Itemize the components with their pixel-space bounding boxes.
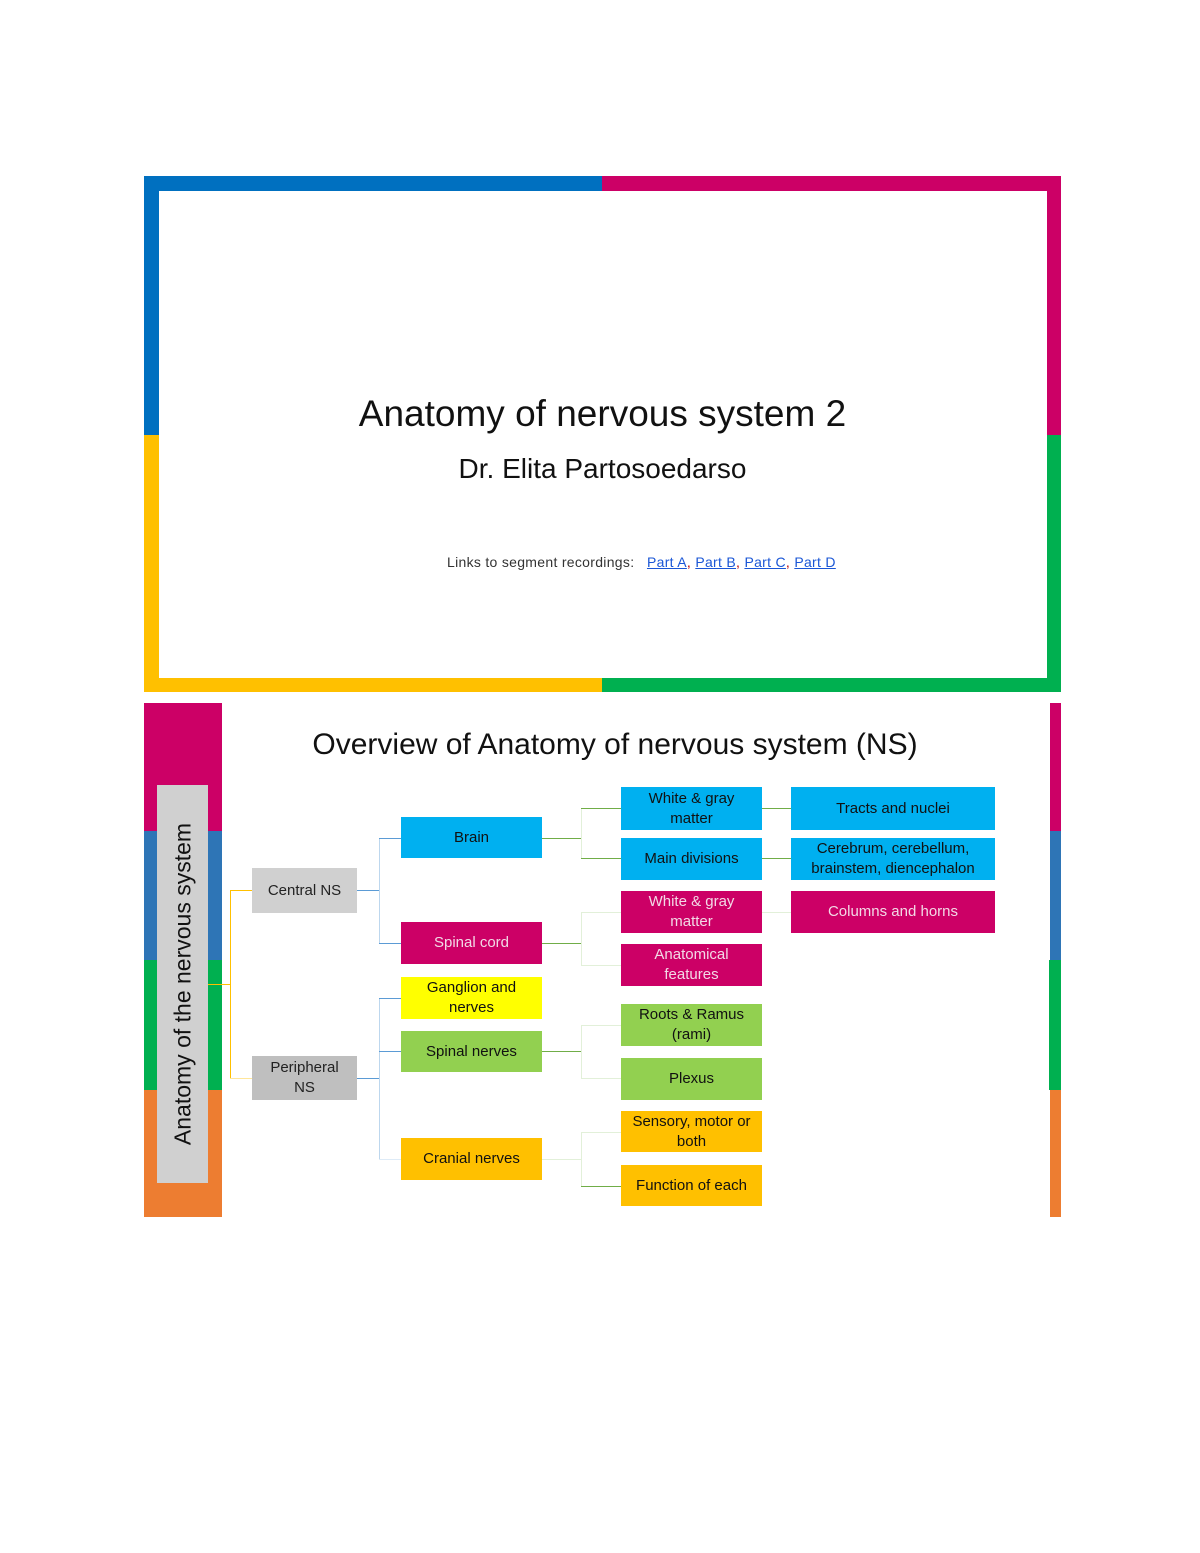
connector	[581, 1078, 621, 1079]
connector	[762, 912, 791, 913]
connector	[379, 998, 380, 1159]
link-part-b[interactable]: Part B	[695, 554, 737, 570]
connector	[762, 858, 791, 859]
connector	[581, 965, 621, 966]
connector	[581, 1132, 621, 1133]
sensory-motor-node: Sensory, motor or both	[621, 1111, 762, 1152]
frame-top-blue	[144, 176, 602, 191]
connector	[230, 1078, 252, 1079]
tracts-nuclei-node: Tracts and nuclei	[791, 787, 995, 830]
root-node: Anatomy of the nervous system	[157, 785, 208, 1183]
spinal-cord-node: Spinal cord	[401, 922, 542, 964]
connector	[379, 838, 380, 943]
connector	[581, 1025, 621, 1026]
connector	[379, 1051, 401, 1052]
brain-node: Brain	[401, 817, 542, 858]
link-part-a[interactable]: Part A	[646, 554, 687, 570]
connector	[581, 912, 582, 965]
cranial-nerves-node: Cranial nerves	[401, 1138, 542, 1180]
connector	[357, 1078, 380, 1079]
overview-title: Overview of Anatomy of nervous system (N…	[312, 728, 918, 761]
connector	[581, 1186, 621, 1187]
connector	[379, 1159, 401, 1160]
connector	[542, 1159, 582, 1160]
roots-ramus-node: Roots & Ramus (rami)	[621, 1004, 762, 1046]
ganglion-node: Ganglion and nerves	[401, 977, 542, 1019]
connector	[581, 808, 621, 809]
anatomical-features-node: Anatomical features	[621, 944, 762, 986]
peripheral-ns-node: Peripheral NS	[252, 1056, 357, 1100]
link-part-c[interactable]: Part C	[744, 554, 786, 570]
frame-left-yellow	[144, 435, 159, 692]
author-name: Dr. Elita Partosoedarso	[458, 453, 747, 484]
connector	[581, 808, 582, 859]
connector	[542, 1051, 582, 1052]
links-label: Links to segment recordings:	[447, 554, 635, 570]
columns-horns-node: Columns and horns	[791, 891, 995, 933]
frame-right-green	[1047, 435, 1061, 692]
connector	[581, 912, 621, 913]
connector	[230, 890, 252, 891]
frame-right-magenta	[1047, 176, 1061, 435]
cord-white-gray-node: White & gray matter	[621, 891, 762, 933]
connector	[208, 984, 231, 985]
connector	[581, 1132, 582, 1186]
connector	[581, 1025, 582, 1079]
main-divisions-node: Main divisions	[621, 838, 762, 880]
frame-bottom-yellow	[144, 678, 602, 692]
connector	[762, 808, 791, 809]
central-ns-node: Central NS	[252, 868, 357, 913]
right-bar-blue	[1050, 831, 1061, 960]
presentation-title: Anatomy of nervous system 2	[358, 393, 847, 434]
connector	[581, 858, 621, 859]
frame-bottom-green	[602, 678, 1061, 692]
brain-white-gray-node: White & gray matter	[621, 787, 762, 830]
connector	[379, 943, 401, 944]
segment-links: Links to segment recordings: Part A, Par…	[447, 554, 836, 570]
spinal-nerves-node: Spinal nerves	[401, 1031, 542, 1072]
connector	[379, 838, 401, 839]
connector	[542, 943, 582, 944]
connector	[357, 890, 380, 891]
right-bar-magenta	[1050, 703, 1061, 831]
frame-top-magenta	[602, 176, 1061, 191]
right-bar-green	[1049, 960, 1061, 1090]
root-node-label: Anatomy of the nervous system	[169, 822, 195, 1146]
connector	[542, 838, 582, 839]
frame-left-blue	[144, 176, 159, 435]
right-bar-orange	[1050, 1090, 1061, 1217]
connector	[230, 890, 231, 1079]
plexus-node: Plexus	[621, 1058, 762, 1100]
brain-parts-node: Cerebrum, cerebellum, brainstem, diencep…	[791, 838, 995, 880]
link-part-d[interactable]: Part D	[794, 554, 836, 570]
function-node: Function of each	[621, 1165, 762, 1206]
connector	[379, 998, 401, 999]
